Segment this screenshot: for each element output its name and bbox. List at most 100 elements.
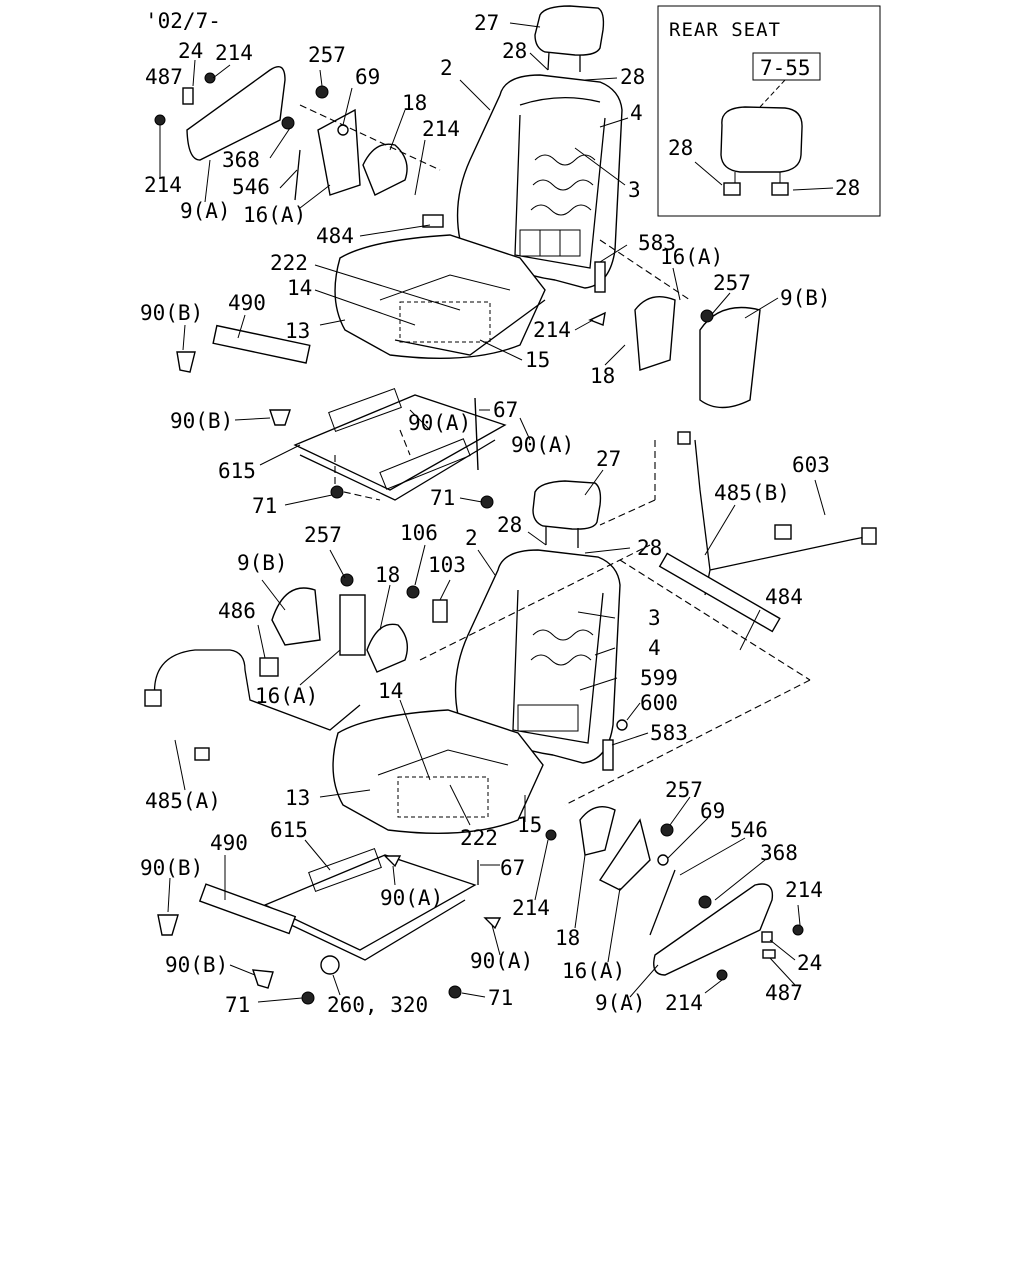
callout-90a: 90(A) (511, 433, 574, 457)
cap-90b2-lower (251, 969, 274, 989)
callout-546: 546 (730, 818, 768, 842)
callout-214: 214 (533, 318, 571, 342)
callout-4: 4 (630, 101, 643, 125)
recliner-18-lower (366, 623, 408, 673)
callout-24: 24 (178, 39, 203, 63)
screw-368-lower (698, 895, 712, 909)
callout-599: 599 (640, 666, 678, 690)
callout-9b: 9(B) (780, 286, 831, 310)
callout-222: 222 (460, 826, 498, 850)
side-cover-9b-upper (699, 306, 761, 409)
washer-69-upper (337, 124, 349, 136)
hinge-16a-upper (317, 108, 361, 196)
callout-67: 67 (500, 856, 525, 880)
screw-214-top-upper (204, 72, 216, 84)
headrest-upper (534, 5, 605, 72)
callout-14: 14 (287, 276, 312, 300)
callout-487: 487 (765, 981, 803, 1005)
handle-490-upper (212, 324, 311, 364)
callout-257: 257 (304, 523, 342, 547)
upper-seat-assembly (154, 5, 761, 509)
callouts-lower: 27 603 485(B) 28 257 106 2 28 9(B) 103 1… (140, 447, 830, 1017)
callout-583: 583 (638, 231, 676, 255)
callout-257: 257 (665, 778, 703, 802)
callout-214: 214 (422, 117, 460, 141)
callout-486: 486 (218, 599, 256, 623)
callout-27: 27 (474, 11, 499, 35)
callout-90a: 90(A) (380, 886, 443, 910)
callout-16a: 16(A) (660, 245, 723, 269)
cap-90b2-upper (269, 409, 291, 426)
callout-484: 484 (316, 224, 354, 248)
screw-214-right-upper (588, 311, 606, 326)
callout-485a: 485(A) (145, 789, 221, 813)
bolt-71b-upper (480, 495, 494, 509)
ref-box-label: 7-55 (760, 56, 811, 80)
callout-103: 103 (428, 553, 466, 577)
callout-9a: 9(A) (180, 199, 231, 223)
clip-24-lower (761, 931, 773, 943)
bolt-71-upper (330, 485, 344, 499)
screw-214-lower-right (792, 924, 804, 936)
leader-lines (159, 22, 779, 506)
callout-3: 3 (628, 178, 641, 202)
ref-box (752, 52, 821, 81)
callout-90b: 90(B) (140, 301, 203, 325)
callout-9a: 9(A) (595, 991, 646, 1015)
inset-label-28-left: 28 (668, 136, 693, 160)
seat-rails-lower (263, 847, 477, 961)
side-cover-9a-upper (186, 66, 286, 161)
callout-214: 214 (144, 173, 182, 197)
callout-214: 214 (215, 41, 253, 65)
callout-71: 71 (225, 993, 250, 1017)
callout-71: 71 (252, 494, 277, 518)
callout-484: 484 (765, 585, 803, 609)
bolt-257-right-lower (660, 823, 674, 837)
bolt-257-right-upper (700, 309, 714, 323)
callout-485b: 485(B) (714, 481, 790, 505)
callout-67: 67 (493, 398, 518, 422)
callout-71: 71 (430, 486, 455, 510)
callout-490: 490 (210, 831, 248, 855)
bolt-67-upper (474, 397, 479, 471)
bolt-257-upper (315, 85, 329, 99)
callout-214: 214 (665, 991, 703, 1015)
bolt-106 (406, 585, 420, 599)
clip-90a-lower (383, 855, 402, 868)
cap-487-lower (762, 949, 776, 959)
callout-90b: 90(B) (170, 409, 233, 433)
callout-257: 257 (308, 43, 346, 67)
callout-3: 3 (648, 606, 661, 630)
callout-90b: 90(B) (140, 856, 203, 880)
callout-16a: 16(A) (562, 959, 625, 983)
headrest-lower (532, 480, 602, 548)
callout-583: 583 (650, 721, 688, 745)
callout-2: 2 (465, 526, 478, 550)
callout-18: 18 (402, 91, 427, 115)
callout-69: 69 (355, 65, 380, 89)
callout-18: 18 (590, 364, 615, 388)
lower-seat-assembly (144, 431, 877, 1005)
screw-368-upper (281, 116, 295, 130)
clip-90a2-lower (483, 917, 502, 930)
callout-69: 69 (700, 799, 725, 823)
hinge-16a-lower (339, 594, 366, 656)
recliner-18-right-lower (579, 806, 616, 856)
seat-rails-upper (293, 387, 507, 501)
callout-18: 18 (375, 563, 400, 587)
callout-90a: 90(A) (408, 411, 471, 435)
hardware-lower (144, 431, 877, 1005)
callout-24: 24 (797, 951, 822, 975)
hinge-16a-right-lower (598, 818, 651, 891)
cap-487-upper (182, 87, 194, 105)
seat-cushion-upper (334, 234, 546, 360)
callout-13: 13 (285, 319, 310, 343)
part-103 (432, 599, 448, 623)
callout-214: 214 (785, 878, 823, 902)
rod-484-upper (422, 214, 444, 228)
callout-15: 15 (525, 348, 550, 372)
callout-28: 28 (502, 39, 527, 63)
callout-222: 222 (270, 251, 308, 275)
harness-603 (709, 534, 876, 571)
screw-214-left-upper (154, 114, 166, 126)
